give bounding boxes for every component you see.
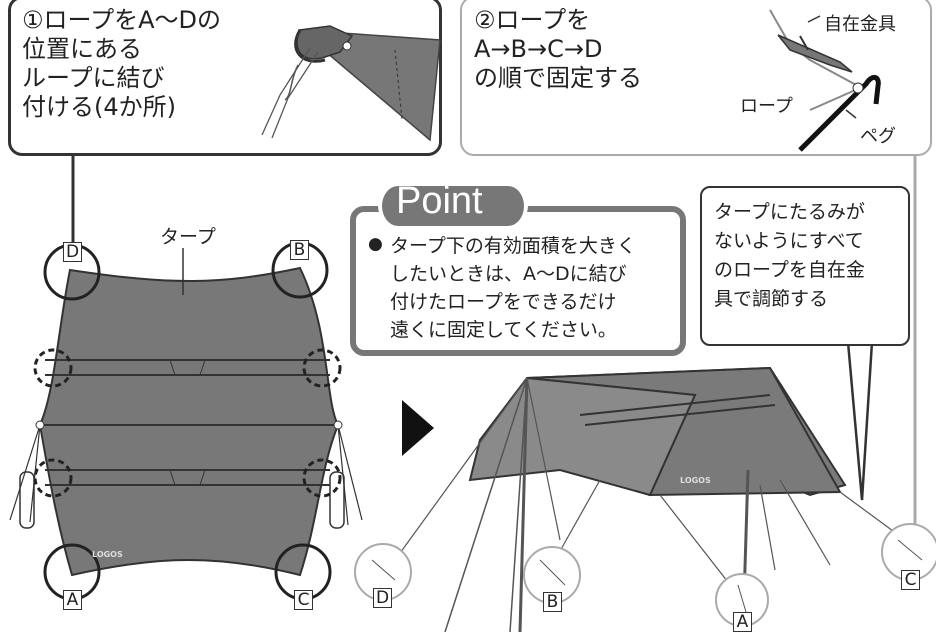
step1-instruction: ①ロープをA〜Dの 位置にある ループに結び 付ける(4か所) [22, 6, 221, 121]
corner-label-d-top: D [63, 242, 82, 262]
point-text: タープ下の有効面積を大きく したいときは、A〜Dに結び 付けたロープをできるだけ… [390, 235, 636, 341]
callout-text: タープにたるみが ないようにすべて のロープを自在金 具で調節する [714, 201, 865, 310]
loop-detail-illustration [261, 25, 441, 142]
peg-detail-illustration [769, 9, 881, 152]
tarp-pitched-view [354, 341, 936, 632]
step2-instruction: ②ロープを A→B→C→D の順で固定する [474, 6, 642, 92]
corner-label-b-top: B [290, 240, 309, 260]
point-title-badge [378, 186, 528, 226]
rope-label: ロープ [740, 96, 793, 117]
arrow-right-icon [402, 400, 434, 456]
callout-box [700, 186, 910, 346]
tarp-top-view [9, 241, 363, 601]
corner-label-d-pitched: D [373, 588, 392, 608]
adjuster-label: 自在金具 [824, 14, 896, 35]
peg-label: ペグ [860, 126, 896, 147]
corner-label-b-pitched: B [543, 592, 562, 612]
step2-box [460, 0, 932, 156]
point-bullet: ● [368, 234, 383, 254]
tarp-label: タープ [160, 226, 216, 248]
corner-label-a-top: A [63, 590, 82, 610]
corner-label-c-pitched: C [901, 570, 920, 590]
point-title: Point [396, 180, 483, 222]
brand-logo-pitched: LOGOS [680, 476, 711, 485]
corner-label-c-top: C [294, 590, 313, 610]
corner-label-a-pitched: A [733, 612, 752, 632]
brand-logo: LOGOS [92, 550, 123, 559]
